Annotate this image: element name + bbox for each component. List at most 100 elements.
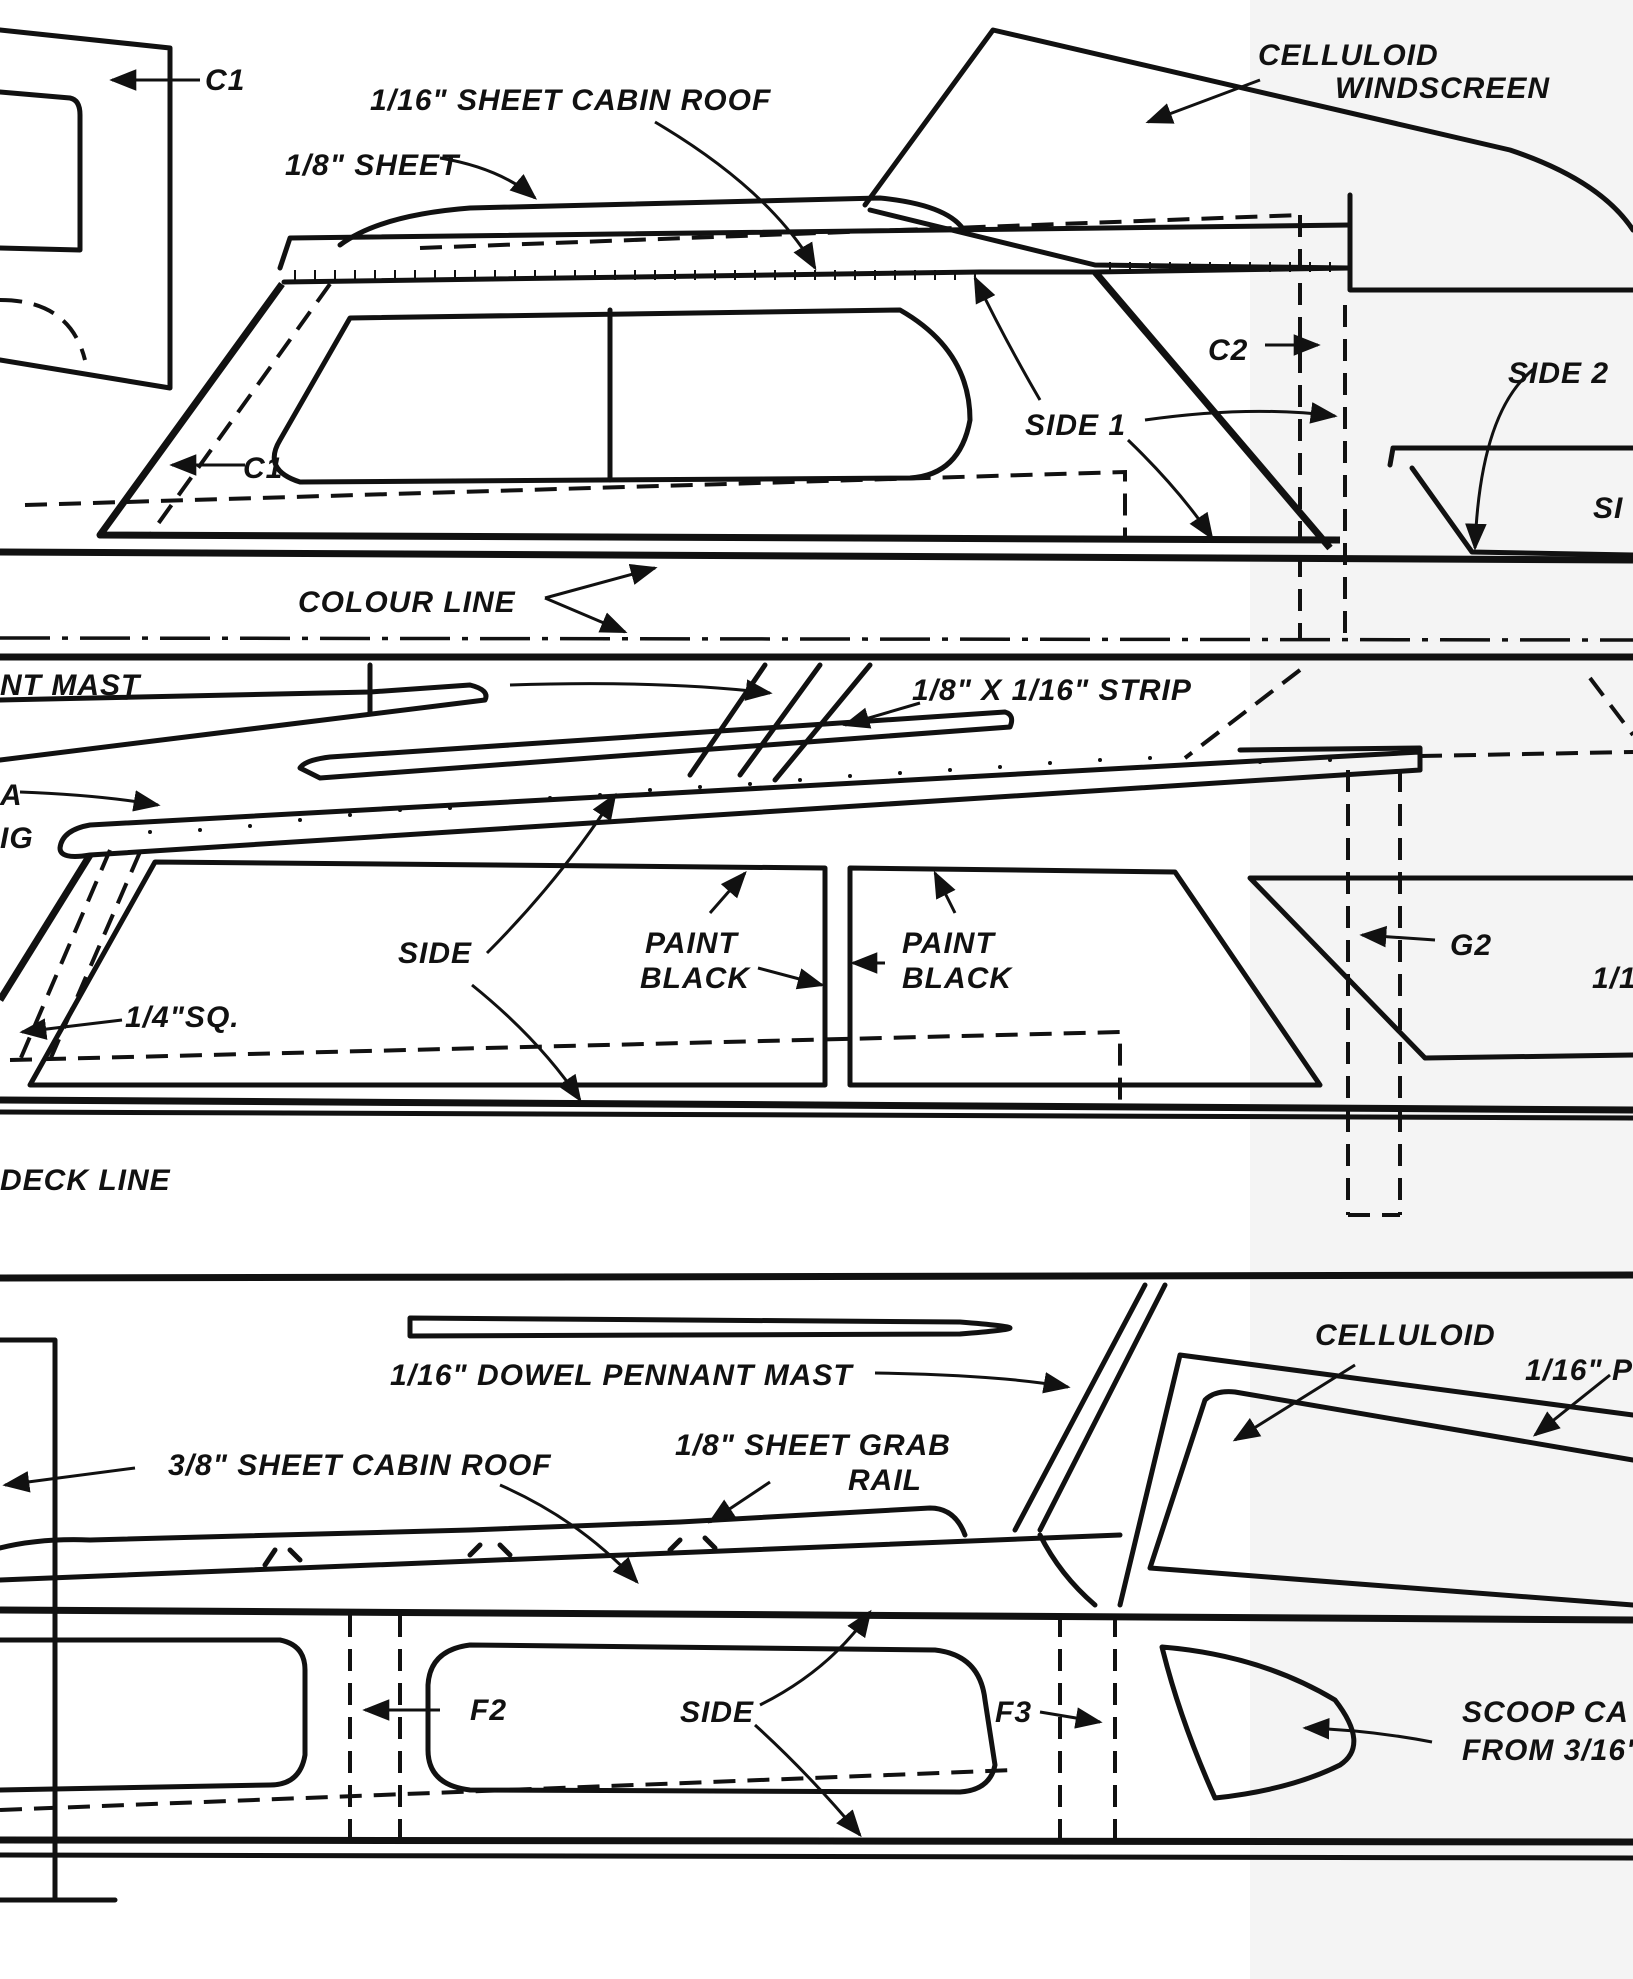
roof-dashed-extension (1419, 750, 1633, 758)
windscreen-frame (1037, 1352, 1633, 1608)
arrow-f3 (1039, 1707, 1103, 1729)
arrow-celluloid (1232, 1363, 1356, 1442)
cabin-side-top (0, 1606, 1633, 1624)
arrow-cabin-roof (654, 120, 817, 271)
cabin-side-outline (96, 281, 1341, 544)
label-deck-line: DECK LINE (0, 1164, 171, 1197)
windscreen-outline (862, 27, 1633, 233)
label-windscreen-2: WINDSCREEN (1335, 72, 1550, 105)
arrow-side-2 (1465, 366, 1536, 551)
arrow-paint-a-side (757, 966, 825, 990)
label-grab-rail-2: RAIL (848, 1464, 922, 1497)
deck-line (0, 1096, 1633, 1114)
window-middle (425, 1642, 998, 1795)
middle-panel: NT MAST 1/8" X 1/16" STRIP A IG SIDE PAI… (0, 662, 1633, 1282)
window-rear-partial (1247, 875, 1633, 1061)
side2-body (1409, 465, 1633, 558)
f-former-board (0, 1337, 58, 1901)
bottom-panel: CELLULOID 1/16" PLY 1/16" DOWEL PENNANT … (0, 1282, 1633, 1903)
cabin-side-deck (0, 1852, 1633, 1861)
label-dowel-mast: 1/16" DOWEL PENNANT MAST (390, 1359, 854, 1392)
label-ig-cut: IG (0, 822, 34, 855)
sheer-line (0, 548, 1633, 564)
scoop-outline (1159, 1644, 1357, 1801)
roof-top-line (277, 222, 1353, 271)
label-a-cut: A (0, 779, 23, 812)
right-dashed (1588, 676, 1633, 737)
arrow-side-up (485, 792, 617, 955)
after-deck-line (1347, 192, 1633, 293)
arrow-ply (1532, 1373, 1611, 1437)
label-side-1: SIDE 1 (1025, 409, 1126, 442)
arrow-side-1-a (1144, 402, 1338, 424)
arrow-sheet (439, 156, 538, 200)
label-si-cut: SI (1593, 492, 1623, 525)
label-side: SIDE (398, 937, 472, 970)
roof-dot-pattern (148, 756, 1332, 834)
panel-divider-bottom (0, 1271, 1633, 1282)
f3-frame (1058, 1615, 1117, 1840)
label-c1-top: C1 (205, 64, 245, 97)
arrow-g2 (1359, 925, 1436, 948)
side2-top (1387, 445, 1633, 468)
arrow-former (2, 1466, 136, 1493)
c1-former (0, 27, 173, 391)
label-mast-cut: NT MAST (0, 669, 142, 702)
cabin-side-bottom (0, 1836, 1633, 1846)
windscreen-glass (1147, 1389, 1633, 1608)
arrow-cabin-roof (499, 1483, 639, 1584)
grab-rail-strip (297, 709, 1015, 781)
page-shading (1250, 0, 1633, 1979)
arrow-quarter-sq (19, 1018, 123, 1040)
roof-raised-sheet (337, 195, 968, 248)
deck-dashed (24, 469, 1127, 540)
label-ply-cut: 1/16" PLY (1525, 1354, 1633, 1387)
f2-frame (348, 1615, 402, 1840)
roof-end-block (1237, 745, 1423, 773)
arrow-side-down (753, 1723, 862, 1838)
label-f3: F3 (995, 1696, 1032, 1729)
label-side: SIDE (680, 1696, 754, 1729)
label-scoop-2: FROM 3/16" (1462, 1734, 1633, 1767)
colour-line (0, 636, 1633, 642)
cabin-roof-profile (0, 1505, 968, 1551)
windscreen-base (867, 207, 1353, 271)
label-grab-rail-1: 1/8" SHEET GRAB (675, 1429, 951, 1462)
window-aft (847, 865, 1323, 1088)
label-paint-black-b1: PAINT (902, 927, 996, 960)
label-celluloid: CELLULOID (1315, 1319, 1496, 1352)
label-cabin-roof: 3/8" SHEET CABIN ROOF (168, 1449, 552, 1482)
roof-under-line (281, 265, 1353, 285)
label-scoop-1: SCOOP CA (1462, 1696, 1629, 1729)
arrow-colour-line-b (544, 596, 628, 634)
window-forward (27, 859, 828, 1088)
window-forward (0, 1637, 308, 1793)
top-panel: C1 1/16" SHEET CABIN ROOF 1/8" SHEET CEL… (0, 27, 1633, 661)
label-sixteenth-cut: 1/16 (1592, 962, 1633, 995)
label-f2: F2 (470, 1694, 507, 1727)
cabin-roof-base (0, 1532, 1123, 1583)
pennant-mast (0, 682, 489, 763)
mast-standing (1012, 1282, 1168, 1533)
arrow-scoop (1302, 1717, 1433, 1744)
c1-former-dashed (148, 282, 332, 537)
label-paint-black-b2: BLACK (902, 962, 1013, 995)
label-strip: 1/8" X 1/16" STRIP (912, 674, 1192, 707)
windscreen-dashed (1183, 668, 1302, 760)
arrow-paint-b-up (933, 870, 957, 914)
arrow-side-1-b (973, 275, 1042, 401)
arrow-mast (509, 679, 773, 701)
arrow-dowel-mast (874, 1371, 1071, 1394)
arrow-side-1-c (1126, 438, 1214, 541)
label-side-2: SIDE 2 (1508, 357, 1609, 390)
dowel-pennant-mast (407, 1315, 1013, 1339)
arrow-paint-a-up (708, 870, 747, 914)
g2-frame (1346, 770, 1402, 1217)
cabin-window (271, 307, 973, 485)
label-g2: G2 (1450, 929, 1492, 962)
arrow-a (19, 790, 161, 812)
label-paint-black-a1: PAINT (645, 927, 739, 960)
label-paint-black-a2: BLACK (640, 962, 751, 995)
roof-dashed (419, 213, 1301, 250)
side-dashed (9, 1029, 1122, 1105)
